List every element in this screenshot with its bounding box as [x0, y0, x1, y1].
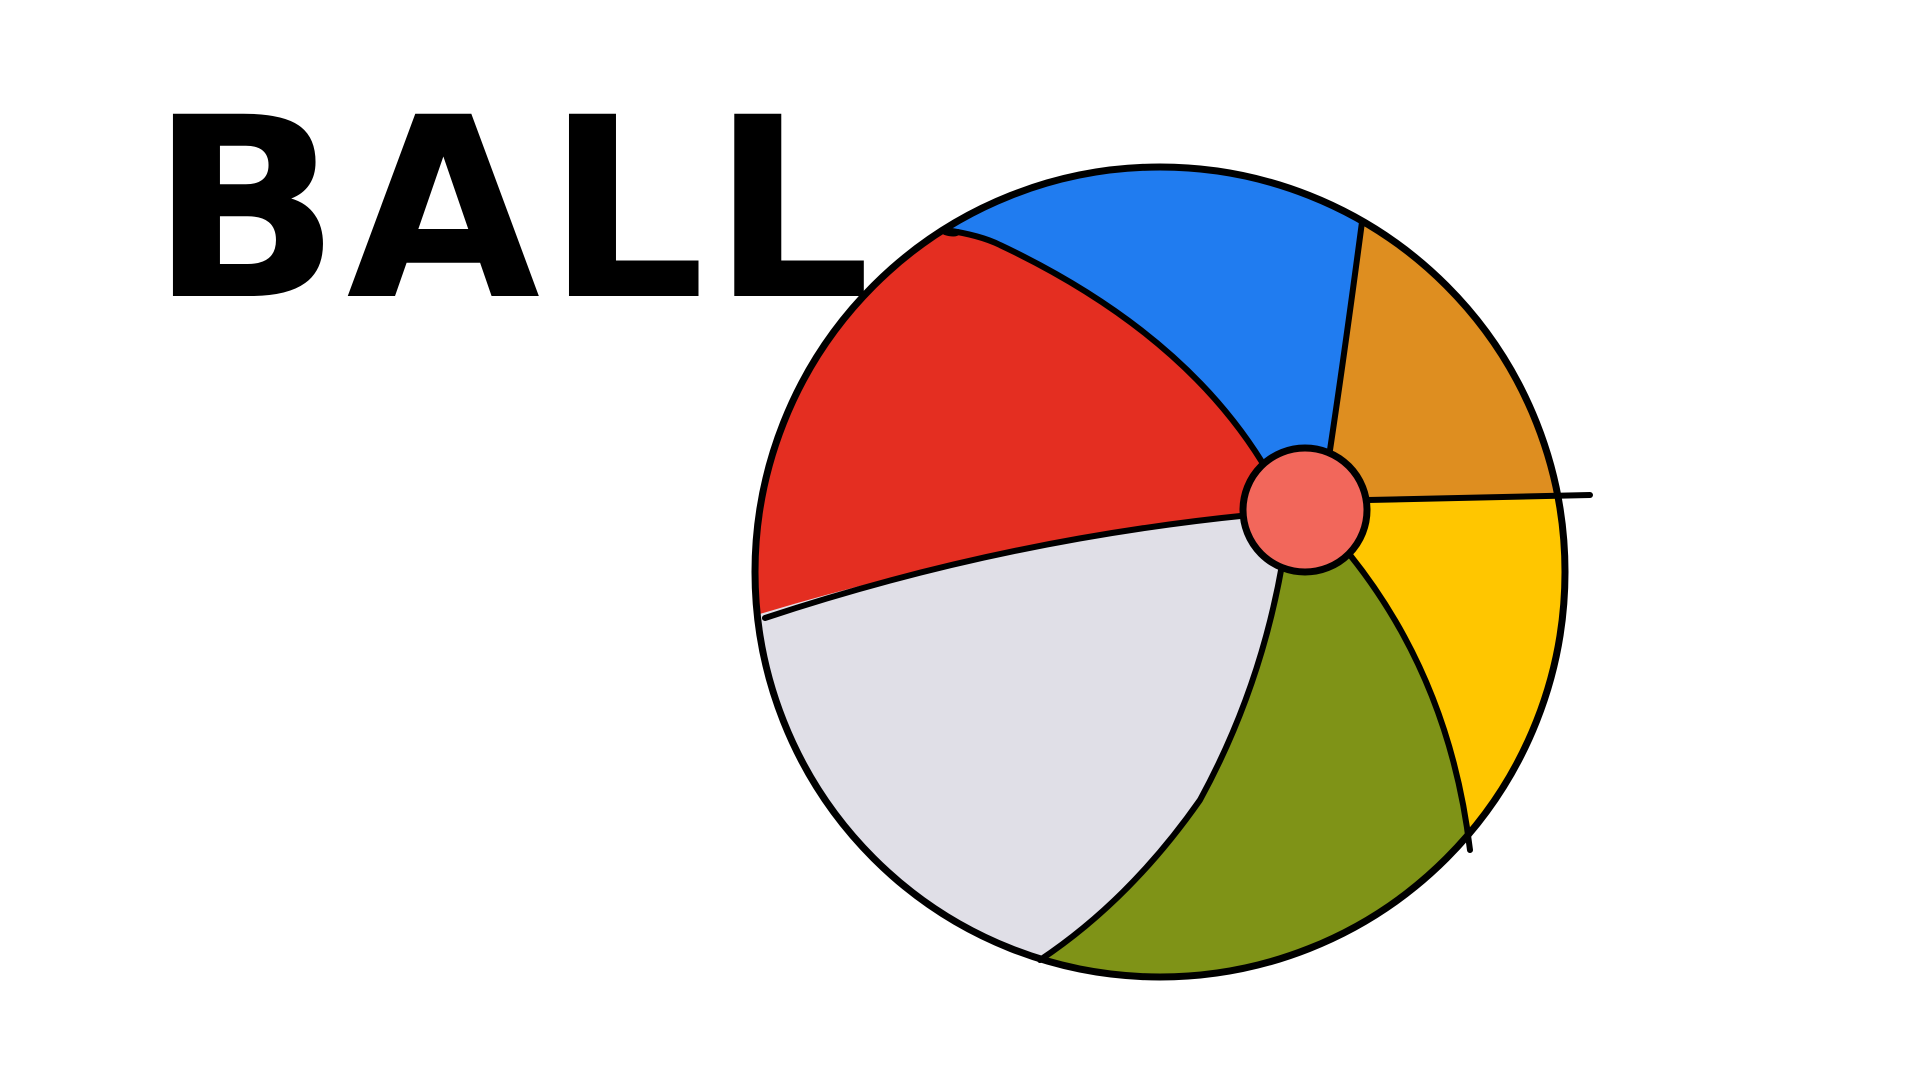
seam-yellow-green	[1347, 552, 1473, 853]
seam-top-arc	[942, 229, 961, 237]
word-title: BALL	[150, 64, 877, 355]
seam-red-blue	[942, 227, 1265, 465]
seam-orange-yellow	[1365, 492, 1593, 503]
ball-seams	[762, 219, 1593, 963]
panel-green	[1040, 555, 1470, 977]
center-cap	[1239, 444, 1371, 576]
seam-green-grey	[1037, 562, 1285, 963]
seam-grey-red	[762, 512, 1253, 621]
panel-orange	[1330, 222, 1565, 500]
panel-blue	[950, 167, 1362, 515]
ball-panels	[755, 167, 1565, 977]
panel-red	[755, 232, 1262, 620]
seam-blue-orange	[1327, 219, 1365, 453]
ball-outline	[751, 163, 1569, 981]
